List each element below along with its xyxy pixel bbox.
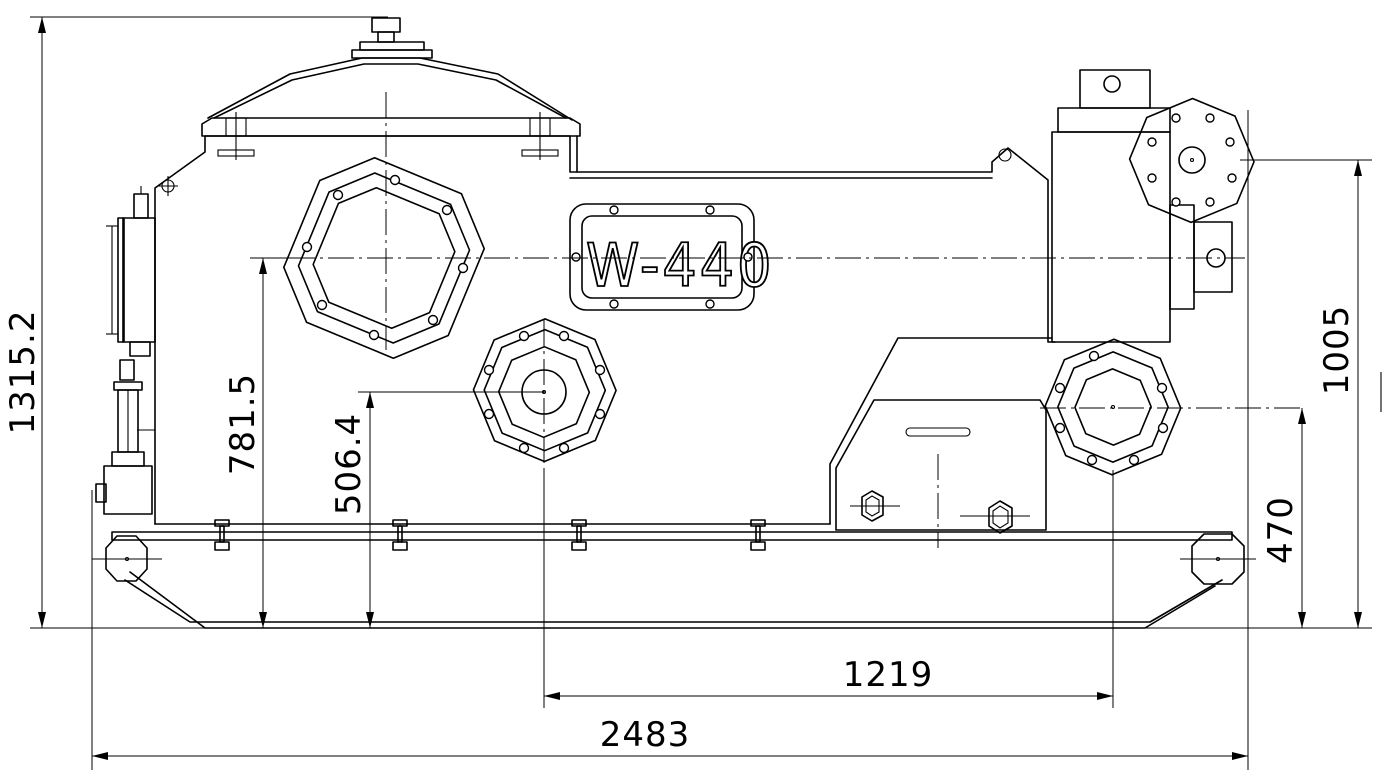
model-label: W-440 bbox=[586, 231, 774, 301]
right-top-flange bbox=[1128, 97, 1255, 224]
dim-overall-length: 2483 bbox=[600, 715, 691, 755]
middle-flange-bolts bbox=[483, 330, 606, 454]
right-tower bbox=[1051, 69, 1233, 343]
right-track-wheel bbox=[1180, 533, 1256, 585]
left-large-flange bbox=[282, 156, 486, 360]
dim-middle-shaft-height: 506.4 bbox=[329, 413, 369, 515]
dimension-lines bbox=[30, 16, 1382, 770]
left-track-wheel bbox=[92, 535, 162, 582]
right-top-flange-bolts bbox=[1147, 113, 1237, 207]
nameplate: W-440 bbox=[569, 203, 774, 311]
dim-total-height: 1315.2 bbox=[3, 310, 43, 435]
right-lower-flange bbox=[1044, 338, 1182, 476]
lower-right-housing bbox=[829, 337, 1302, 548]
base-track bbox=[92, 531, 1256, 629]
main-housing bbox=[154, 135, 1056, 525]
left-accessories bbox=[95, 186, 156, 515]
dim-left-shaft-height: 781.5 bbox=[223, 373, 263, 475]
top-cover bbox=[201, 17, 581, 350]
drain-plug-left bbox=[861, 490, 884, 522]
dim-right-low-height: 470 bbox=[1261, 496, 1301, 564]
right-lower-flange-bolts bbox=[1054, 350, 1169, 466]
left-flange-bolts bbox=[301, 174, 469, 341]
middle-flange bbox=[472, 318, 617, 470]
dim-right-top-height: 1005 bbox=[1317, 305, 1357, 396]
dim-shaft-spacing: 1219 bbox=[843, 655, 934, 695]
base-bolts bbox=[214, 519, 766, 551]
dimension-labels: 1315.2 781.5 506.4 1005 470 1219 2483 bbox=[3, 305, 1357, 755]
breather-cap bbox=[351, 17, 433, 59]
drain-plug-right bbox=[988, 500, 1013, 534]
